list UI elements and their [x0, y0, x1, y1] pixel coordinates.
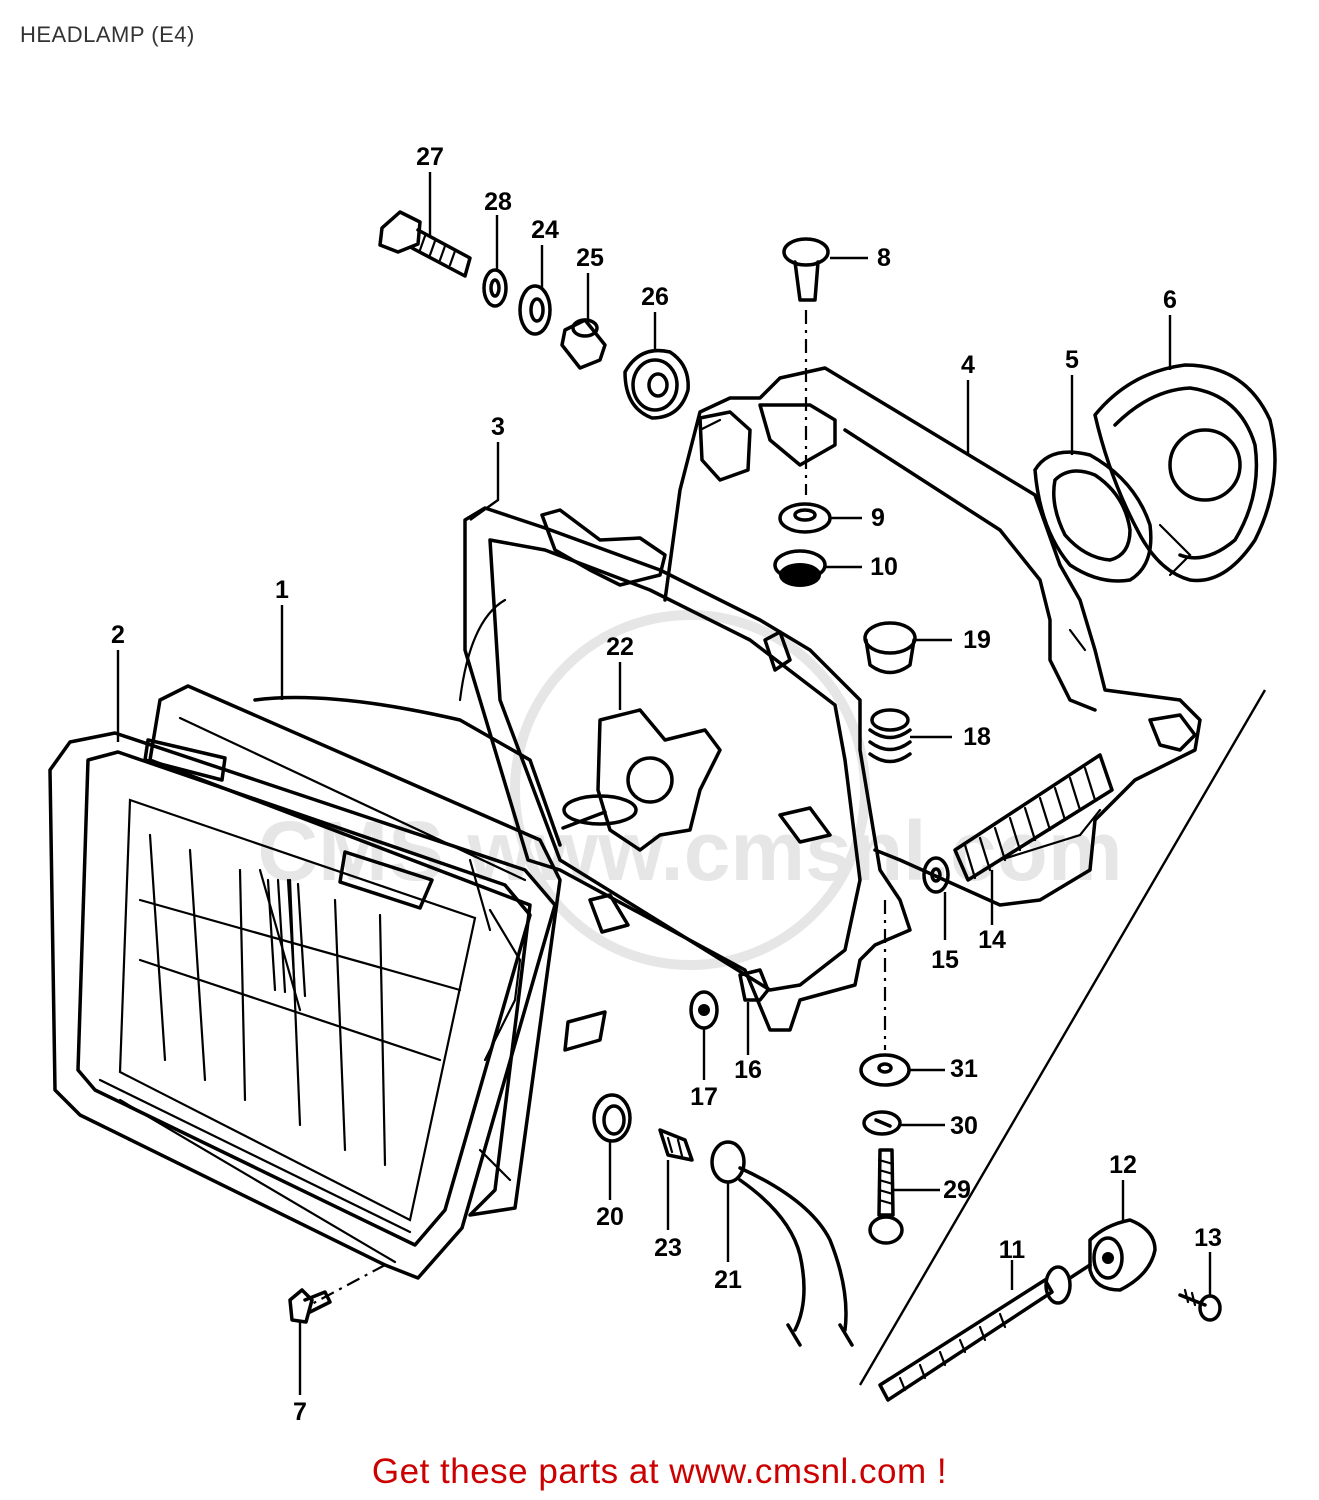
adjust-axis-line [858, 689, 1267, 1386]
part-number-labels: 27 28 24 25 26 3 1 2 4 5 6 8 9 10 19 18 … [111, 143, 1222, 1426]
part-number-2: 2 [111, 621, 125, 649]
part-number-3: 3 [491, 413, 505, 441]
part-number-8: 8 [877, 244, 891, 272]
part-number-19: 19 [963, 626, 991, 654]
part-number-10: 10 [870, 553, 898, 581]
part-5-ring [1033, 450, 1153, 583]
part-number-28: 28 [484, 188, 512, 216]
part-number-7: 7 [293, 1398, 307, 1426]
washer-15 [922, 856, 950, 894]
lockwasher-30 [862, 1110, 902, 1136]
page-title: HEADLAMP (E4) [20, 22, 195, 47]
footer-link[interactable]: Get these parts at www.cmsnl.com ! [371, 1452, 948, 1491]
part-6-boot [1093, 363, 1277, 583]
collar-25 [560, 318, 607, 370]
bolt-29 [868, 1148, 904, 1245]
part-number-25: 25 [576, 244, 604, 272]
part-number-4: 4 [961, 351, 975, 379]
part-number-15: 15 [931, 946, 959, 974]
part-number-6: 6 [1163, 286, 1177, 314]
part-number-9: 9 [871, 504, 885, 532]
part-number-23: 23 [654, 1234, 682, 1262]
adjust-bolt-11 [878, 1263, 1092, 1402]
part-number-17: 17 [690, 1083, 718, 1111]
part-number-20: 20 [596, 1203, 624, 1231]
grommet-20 [592, 1093, 632, 1143]
part-number-26: 26 [641, 283, 669, 311]
headlamp-case-cover [663, 366, 1202, 907]
grommet-9 [778, 502, 832, 534]
part-number-29: 29 [943, 1176, 971, 1204]
part-number-1: 1 [275, 576, 289, 604]
adjuster-knob-12 [1088, 1218, 1157, 1292]
screw-7 [288, 1288, 332, 1324]
socket-23 [658, 1128, 694, 1162]
part-number-12: 12 [1109, 1151, 1137, 1179]
part-number-5: 5 [1065, 346, 1079, 374]
part-number-30: 30 [950, 1112, 978, 1140]
grommet-10 [773, 549, 827, 587]
washer-31 [859, 1053, 911, 1087]
cap-19 [863, 621, 917, 675]
screw-13 [1178, 1288, 1222, 1322]
bulb-22 [561, 708, 722, 852]
headlamp-housing [458, 506, 912, 1032]
bracket-16 [738, 968, 770, 1002]
socket-21 [710, 1140, 854, 1347]
part-number-14: 14 [978, 926, 1006, 954]
part-number-16: 16 [734, 1056, 762, 1084]
leader-lines [116, 172, 1212, 1395]
part-number-18: 18 [963, 723, 991, 751]
part-number-22: 22 [606, 633, 634, 661]
part-number-24: 24 [531, 216, 559, 244]
part-number-11: 11 [999, 1236, 1026, 1264]
screw-7-axis [309, 1264, 386, 1306]
headlight-unit [118, 684, 607, 1222]
washer-24 [518, 284, 552, 336]
cushion-26 [623, 348, 690, 420]
washer-28 [482, 268, 508, 308]
screw-8 [782, 237, 830, 302]
part-number-21: 21 [714, 1266, 742, 1294]
grommet-17 [689, 990, 719, 1030]
part-number-13: 13 [1194, 1224, 1222, 1252]
bolt-27 [378, 210, 472, 278]
spring-14 [953, 753, 1114, 882]
part-number-27: 27 [416, 143, 444, 171]
spring-18 [868, 708, 912, 764]
part-number-31: 31 [950, 1055, 978, 1083]
